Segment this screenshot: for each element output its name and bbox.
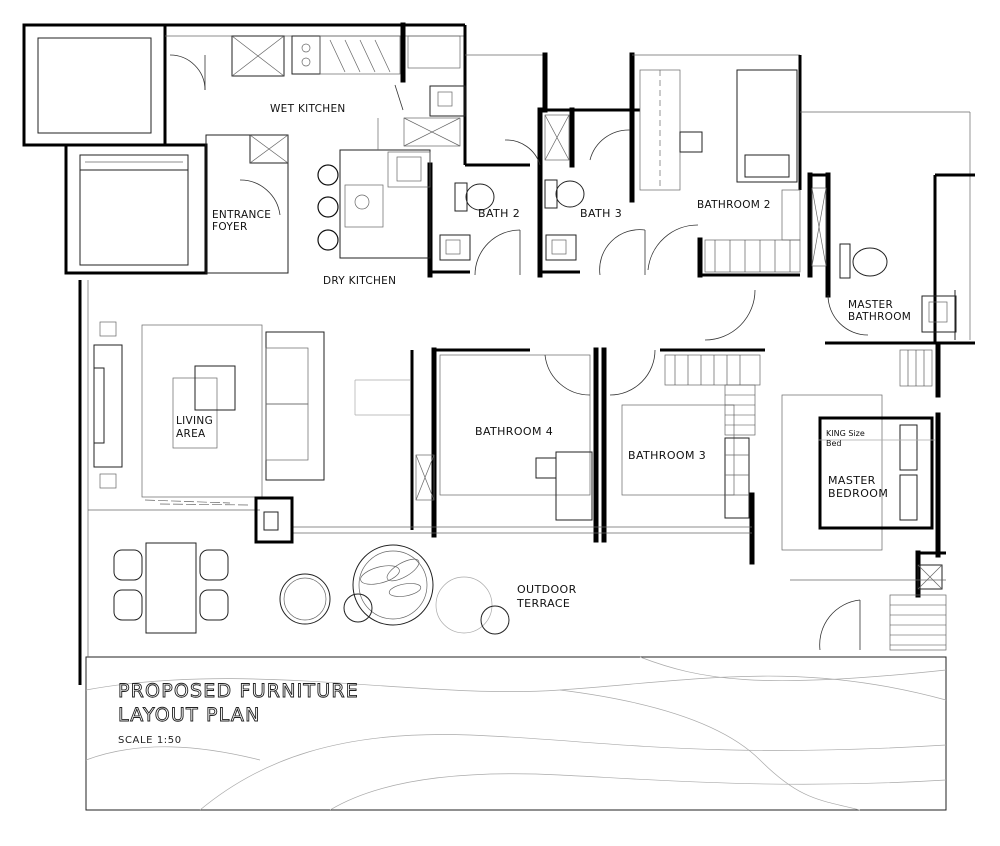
label-bathroom-2: BATHROOM 2 — [697, 199, 771, 211]
label-master-bedroom-line1: MASTER — [828, 474, 876, 487]
label-outdoor-line1: OUTDOOR — [517, 583, 577, 596]
label-living-line2: AREA — [176, 428, 206, 440]
label-living-line1: LIVING — [176, 415, 213, 427]
wet-kitchen-furniture — [169, 35, 466, 117]
label-king-bed-line2: Bed — [826, 439, 842, 448]
title-line2: LAYOUT PLAN — [118, 704, 261, 726]
bathroom-3-furniture — [609, 349, 761, 519]
bath-fixtures — [439, 114, 646, 276]
master-bathroom-fixtures — [827, 243, 957, 340]
title-block: PROPOSED FURNITURE LAYOUT PLAN SCALE 1:5… — [118, 680, 359, 746]
label-master-bedroom-line2: BEDROOM — [828, 487, 888, 500]
label-master-bath-line1: MASTER — [848, 299, 893, 311]
title-line1: PROPOSED FURNITURE — [118, 680, 359, 702]
label-bath-2: BATH 2 — [478, 207, 520, 220]
master-bedroom-furniture — [781, 349, 947, 651]
entrance-foyer-furniture — [205, 134, 289, 274]
bathroom-2-furniture — [639, 69, 827, 341]
label-entrance-line1: ENTRANCE — [212, 209, 271, 221]
label-bathroom-4: BATHROOM 4 — [475, 425, 553, 438]
label-bath-3: BATH 3 — [580, 207, 622, 220]
label-wet-kitchen: WET KITCHEN — [270, 103, 346, 115]
dry-kitchen-furniture — [317, 117, 461, 259]
label-foyer-line2: FOYER — [212, 221, 248, 233]
bathroom-4-furniture — [415, 354, 593, 521]
label-king-bed-line1: KING Size — [826, 429, 865, 438]
dining-set — [113, 542, 229, 634]
room-labels: WET KITCHEN ENTRANCE FOYER DRY KITCHEN B… — [176, 103, 911, 610]
living-area-furniture — [93, 321, 410, 544]
landscape-area — [85, 656, 947, 811]
label-terrace-line2: TERRACE — [516, 597, 570, 610]
scale-label: SCALE 1:50 — [118, 735, 182, 746]
label-master-bath-line2: BATHROOM — [848, 311, 911, 323]
terrace-furniture — [279, 544, 510, 635]
label-bathroom-3: BATHROOM 3 — [628, 449, 706, 462]
label-dry-kitchen: DRY KITCHEN — [323, 275, 396, 287]
